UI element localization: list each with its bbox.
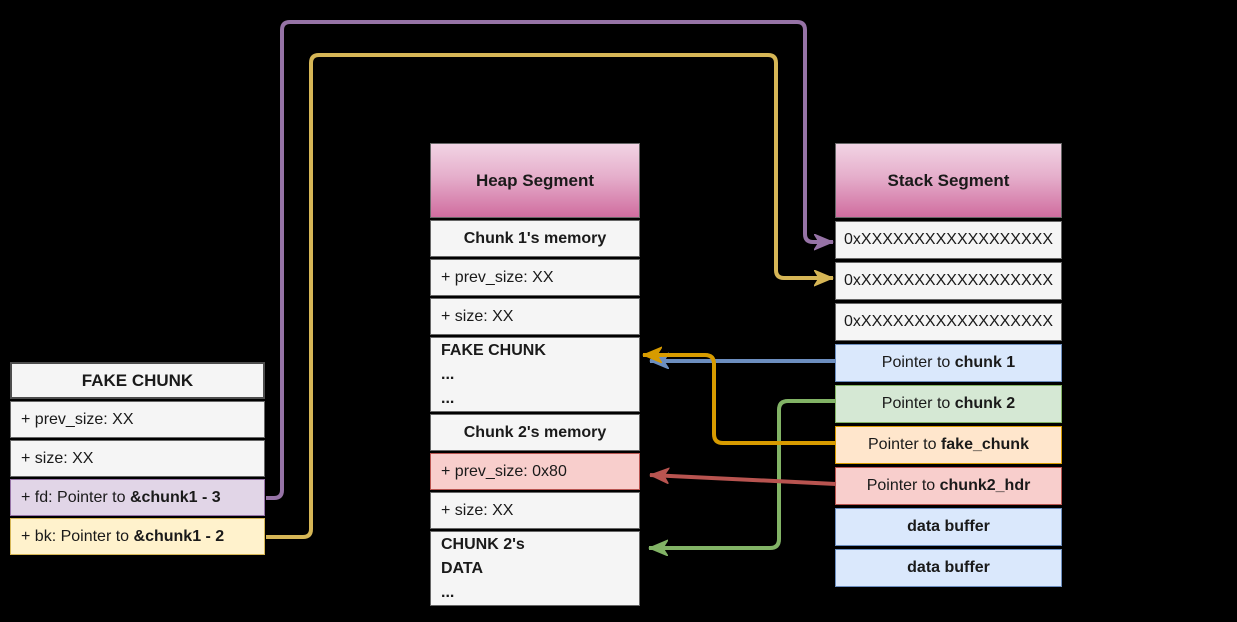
cell-text: + prev_size: XX bbox=[21, 410, 134, 428]
cell-line: Pointer to chunk 2 bbox=[882, 392, 1015, 416]
stack-address-row-3: 0xXXXXXXXXXXXXXXXXXX bbox=[835, 303, 1062, 341]
cell-text: CHUNK 2's bbox=[441, 535, 525, 553]
cell-text: 0xXXXXXXXXXXXXXXXXXX bbox=[844, 272, 1053, 289]
pointer-to-chunk1-row: Pointer to chunk 1 bbox=[835, 344, 1062, 382]
cell-line: Chunk 2's memory bbox=[464, 421, 607, 445]
cell-text: + size: XX bbox=[441, 307, 514, 325]
chunk2-memory-row: Chunk 2's memory bbox=[430, 414, 640, 451]
fake-fd-row: + fd: Pointer to &chunk1 - 3 bbox=[10, 479, 265, 516]
cell-text: data buffer bbox=[907, 518, 990, 535]
cell-text: + size: XX bbox=[21, 449, 94, 467]
stack-segment-title: Stack Segment bbox=[887, 170, 1010, 190]
cell-text: Pointer to bbox=[866, 477, 940, 494]
cell-text: DATA bbox=[441, 559, 484, 577]
arrow-chunk2-ptr-to-chunk2-data bbox=[649, 399, 836, 548]
cell-line: ... bbox=[441, 363, 454, 387]
cell-text: data buffer bbox=[907, 559, 990, 576]
cell-text: Pointer to bbox=[881, 395, 955, 412]
cell-line: FAKE CHUNK bbox=[441, 339, 546, 363]
pointer-to-fake-chunk-row: Pointer to fake_chunk bbox=[835, 426, 1062, 464]
cell-line: 0xXXXXXXXXXXXXXXXXXX bbox=[844, 228, 1053, 252]
stack-segment-header: Stack Segment bbox=[835, 143, 1062, 218]
heap-segment-title: Heap Segment bbox=[475, 170, 595, 190]
cell-text: fake_chunk bbox=[940, 436, 1029, 453]
fake-chunk-table: FAKE CHUNK + prev_size: XX + size: XX + fd… bbox=[10, 362, 265, 555]
cell-text: 0xXXXXXXXXXXXXXXXXXX bbox=[844, 231, 1053, 248]
fake-chunk-table-body: + prev_size: XX + size: XX + fd: Pointer t… bbox=[10, 401, 265, 555]
stack-address-row-1: 0xXXXXXXXXXXXXXXXXXX bbox=[835, 221, 1062, 259]
cell-line: + size: XX bbox=[441, 499, 513, 523]
fake-prev-size-row: + prev_size: XX bbox=[10, 401, 265, 438]
cell-text: FAKE CHUNK bbox=[441, 341, 546, 359]
cell-line: CHUNK 2's bbox=[441, 533, 525, 557]
cell-text: ... bbox=[441, 365, 455, 383]
chunk2-prev-size-row: + prev_size: 0x80 bbox=[430, 453, 640, 490]
cell-line: + prev_size: 0x80 bbox=[441, 460, 567, 484]
cell-line: ... bbox=[441, 387, 454, 411]
cell-line: + prev_size: XX bbox=[21, 408, 134, 432]
cell-line: + bk: Pointer to &chunk1 - 2 bbox=[21, 525, 224, 549]
cell-text: + prev_size: 0x80 bbox=[441, 462, 567, 480]
chunk1-prev-size-row: + prev_size: XX bbox=[430, 259, 640, 296]
cell-text: Pointer to bbox=[868, 436, 941, 453]
cell-line: + size: XX bbox=[441, 305, 513, 329]
cell-line: ... bbox=[441, 581, 454, 605]
cell-text: Chunk 1's memory bbox=[463, 229, 607, 247]
data-buffer-row-2: data buffer bbox=[835, 549, 1062, 587]
cell-text: + bk: Pointer to bbox=[21, 527, 134, 545]
cell-text: chunk 2 bbox=[954, 395, 1016, 412]
cell-line: Pointer to chunk 1 bbox=[882, 351, 1015, 375]
stack-segment-body: 0xXXXXXXXXXXXXXXXXXX 0xXXXXXXXXXXXXXXXXXX… bbox=[835, 221, 1062, 587]
heap-segment-table: Heap Segment Chunk 1's memory + prev_size… bbox=[430, 143, 640, 606]
cell-line: Chunk 1's memory bbox=[464, 227, 607, 251]
cell-text: &chunk1 - 2 bbox=[133, 527, 225, 545]
cell-line: + size: XX bbox=[21, 447, 93, 471]
cell-line: 0xXXXXXXXXXXXXXXXXXX bbox=[844, 310, 1053, 334]
cell-line: Pointer to chunk2_hdr bbox=[867, 474, 1031, 498]
arrow-chunk2hdr-ptr-to-prevsize bbox=[650, 475, 837, 486]
cell-text: Pointer to bbox=[881, 354, 955, 371]
cell-line: DATA bbox=[441, 557, 483, 581]
chunk1-size-row: + size: XX bbox=[430, 298, 640, 335]
heap-segment-body: Chunk 1's memory + prev_size: XX + size: X… bbox=[430, 220, 640, 606]
cell-text: chunk 1 bbox=[954, 354, 1016, 371]
stack-address-row-2: 0xXXXXXXXXXXXXXXXXXX bbox=[835, 262, 1062, 300]
cell-text: + prev_size: XX bbox=[441, 268, 554, 286]
cell-line: + fd: Pointer to &chunk1 - 3 bbox=[21, 486, 221, 510]
pointer-to-chunk2-row: Pointer to chunk 2 bbox=[835, 385, 1062, 423]
heap-segment-header: Heap Segment bbox=[430, 143, 640, 218]
cell-text: + fd: Pointer to bbox=[21, 488, 130, 506]
cell-line: data buffer bbox=[907, 515, 990, 539]
fake-size-row: + size: XX bbox=[10, 440, 265, 477]
chunk2-size-row: + size: XX bbox=[430, 492, 640, 529]
cell-line: Pointer to fake_chunk bbox=[868, 433, 1029, 457]
fake-chunk-table-header: FAKE CHUNK bbox=[10, 362, 265, 399]
fake-chunk-table-title: FAKE CHUNK bbox=[81, 370, 194, 390]
cell-line: + prev_size: XX bbox=[441, 266, 554, 290]
cell-text: &chunk1 - 3 bbox=[129, 488, 221, 506]
cell-text: + size: XX bbox=[441, 501, 514, 519]
cell-text: chunk2_hdr bbox=[939, 477, 1031, 494]
arrow-fakechunk-ptr-to-overlay bbox=[643, 355, 836, 445]
cell-line: data buffer bbox=[907, 556, 990, 580]
data-buffer-row-1: data buffer bbox=[835, 508, 1062, 546]
cell-text: Chunk 2's memory bbox=[463, 423, 607, 441]
cell-text: 0xXXXXXXXXXXXXXXXXXX bbox=[844, 313, 1053, 330]
fake-chunk-overlay-row: FAKE CHUNK...... bbox=[430, 337, 640, 412]
cell-line: 0xXXXXXXXXXXXXXXXXXX bbox=[844, 269, 1053, 293]
fake-bk-row: + bk: Pointer to &chunk1 - 2 bbox=[10, 518, 265, 555]
pointer-to-chunk2-hdr-row: Pointer to chunk2_hdr bbox=[835, 467, 1062, 505]
cell-text: ... bbox=[441, 583, 455, 601]
cell-text: ... bbox=[441, 389, 455, 407]
chunk1-memory-row: Chunk 1's memory bbox=[430, 220, 640, 257]
